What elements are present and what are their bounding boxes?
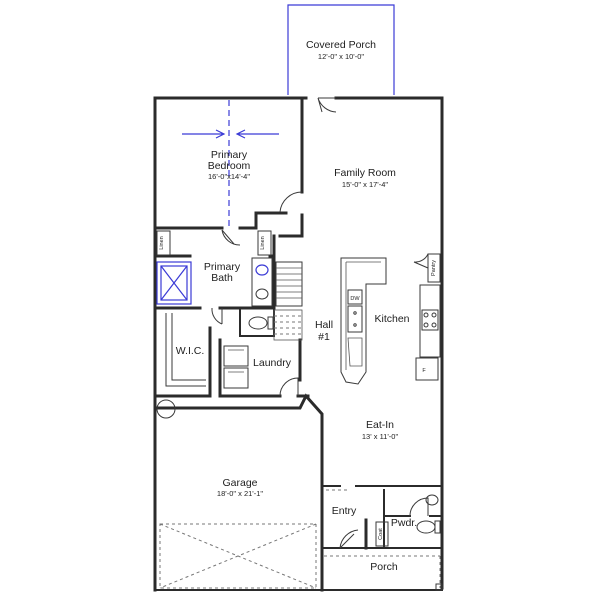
primary-bath-label-line1: Primary [204,261,241,273]
primary-bath-label-line2: Bath [211,272,233,284]
kitchen-label: Kitchen [374,313,409,325]
wc-door-swing[interactable] [211,307,223,325]
shower [156,261,192,305]
water-heater-icon [156,399,176,419]
covered-porch: Covered Porch 12'-0" x 10'-0" [287,4,395,95]
garage: Garage 18'-0" x 21'-1" [153,393,324,592]
eat-in: Eat-In 13' x 11'-0" [362,419,399,441]
family-room-label: Family Room [334,167,396,179]
garage-door [159,523,317,589]
dishwasher [347,289,363,305]
exterior-walls [153,96,444,592]
vanity-counter [251,257,273,307]
laundry-label: Laundry [253,357,292,369]
primary-bedroom-label-line2: Bedroom [208,160,251,172]
hall: Hall #1 [315,319,333,343]
sink-icon [255,264,269,276]
fridge-label: F [422,368,426,374]
eat-in-dimensions: 13' x 11'-0" [362,432,399,441]
toilet-icon [248,316,268,330]
hall-label-line1: Hall [315,319,333,331]
linen-right-label: Linen [260,236,266,249]
dryer [223,367,249,389]
primary-bedroom-label-line1: Primary [211,149,248,161]
double-sink [347,305,363,333]
refrigerator [415,357,439,381]
garage-dimensions: 18'-0" x 21'-1" [217,489,263,498]
ceiling-fan-arrows-icon [182,129,279,139]
eat-in-label: Eat-In [366,419,394,431]
covered-porch-outline [287,4,395,95]
stairs [273,261,303,341]
laundry-room: Laundry [218,338,310,398]
primary-bath: Linen Linen Primary Bath [153,229,276,337]
covered-porch-label: Covered Porch [306,39,376,51]
covered-porch-dimensions: 12'-0" x 10'-0" [318,52,364,61]
cooktop [421,309,439,331]
hall-label-line2: #1 [318,331,330,343]
family-room: Family Room 15'-0" x 17'-4" [334,167,396,189]
bath-door-swing[interactable] [221,229,241,246]
washer [223,345,249,367]
kitchen-counter [419,284,441,358]
sink-icon [425,494,439,506]
wic-label: W.I.C. [176,345,205,357]
coat-label: Coat [378,528,384,540]
pantry-label: Pantry [431,260,437,276]
toilet-icon [416,520,436,534]
linen-left-label: Linen [159,236,165,249]
walk-in-closet: W.I.C. [153,313,212,398]
shower-pan [160,265,188,301]
sink-icon [255,288,269,300]
kitchen: DW F Pantry Kitchen [340,253,441,385]
pantry-door-swing[interactable] [413,253,429,269]
bedroom-door-swing[interactable] [279,191,303,213]
powder-door-swing[interactable] [409,497,429,517]
powder-label: Pwdr. [391,517,417,529]
linen-closet-right [257,230,272,256]
powder-toilet-tank [434,520,441,534]
primary-bedroom-dimensions: 16'-0"x14'-4" [208,172,250,181]
entry-label: Entry [332,505,357,517]
dishwasher-label: DW [350,296,360,302]
toilet-tank [267,316,274,330]
front-door-swing[interactable] [339,529,359,549]
garage-label: Garage [222,477,257,489]
rear-door[interactable] [317,97,337,113]
laundry-door-swing[interactable] [279,377,299,397]
porch-label: Porch [370,561,398,573]
stair-lower [273,309,303,341]
stair-upper [275,261,303,307]
coat-closet [375,521,389,547]
primary-bedroom: Primary Bedroom 16'-0"x14'-4" [153,100,304,238]
entry-area: Coat Entry Pwdr. [321,485,443,550]
front-porch: Porch [324,555,443,591]
linen-closet-left [156,230,171,256]
kitchen-island [340,257,387,385]
family-room-dimensions: 15'-0" x 17'-4" [342,180,388,189]
